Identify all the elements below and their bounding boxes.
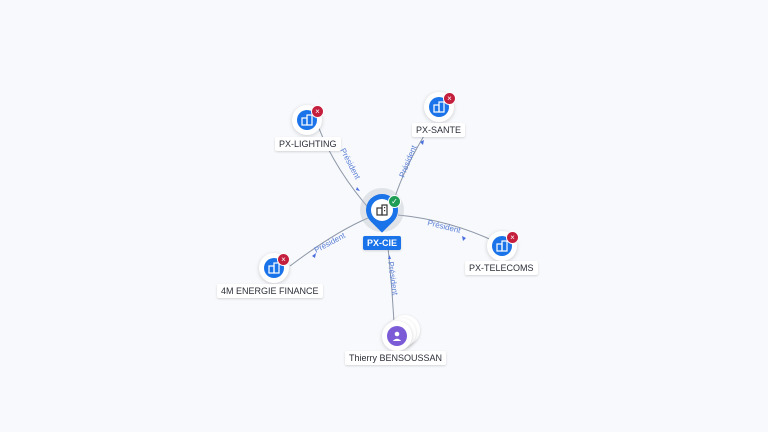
node-label-thierry-bensoussan: Thierry BENSOUSSAN (345, 351, 447, 365)
building-icon (268, 262, 280, 274)
node-label-px-telecoms: PX-TELECOMS (465, 261, 538, 275)
check-icon: ✓ (388, 195, 401, 208)
node-label-px-sante: PX-SANTE (412, 123, 466, 137)
edge-label-thierry: Président (386, 261, 400, 296)
close-icon: × (443, 92, 456, 105)
node-inner (387, 326, 407, 346)
node-label-4m-energie-finance: 4M ENERGIE FINANCE (217, 284, 323, 298)
building-icon (496, 240, 508, 252)
edge-px-telecoms (397, 214, 497, 243)
building-icon (376, 204, 388, 216)
edge-px-lighting (317, 125, 373, 213)
edge-4m-energie (289, 217, 369, 267)
edge-thierry (387, 247, 395, 323)
center-pin-inner (371, 199, 393, 221)
arrow-px-lighting (356, 187, 360, 191)
edge-label-4m-energie: Président (313, 231, 348, 255)
close-icon: × (311, 105, 324, 118)
arrow-thierry (388, 255, 391, 259)
edge-label-px-telecoms: Président (427, 218, 463, 235)
node-label-px-cie: PX-CIE (363, 236, 402, 250)
close-icon: × (277, 253, 290, 266)
arrow-4m-energie (312, 253, 316, 258)
close-icon: × (506, 231, 519, 244)
arrow-px-sante (420, 140, 424, 145)
edge-label-px-lighting: Président (338, 147, 362, 182)
edge-label-px-sante: Président (398, 143, 419, 178)
node-circle (382, 321, 412, 351)
node-label-px-lighting: PX-LIGHTING (275, 137, 341, 151)
arrow-px-telecoms (462, 236, 466, 241)
person-icon (392, 331, 402, 341)
building-icon (433, 101, 445, 113)
building-icon (301, 114, 313, 126)
